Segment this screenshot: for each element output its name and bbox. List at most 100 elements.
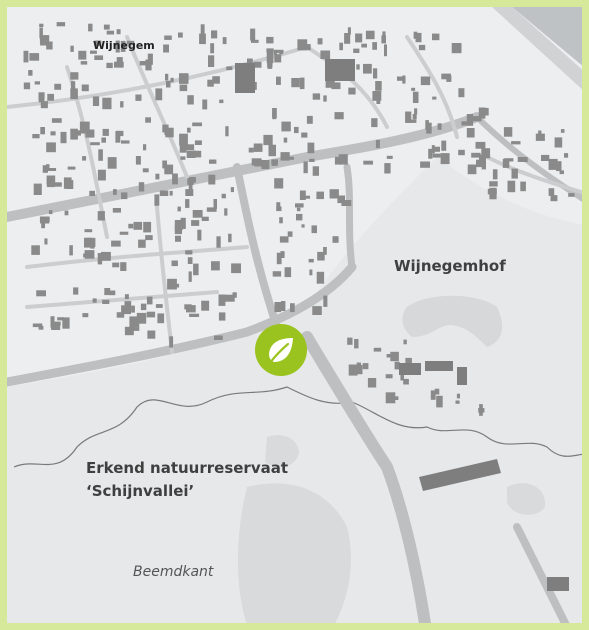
building (109, 290, 116, 296)
building (299, 77, 305, 90)
building (250, 28, 256, 41)
building (167, 278, 177, 290)
pond-wijnegemhof (402, 295, 503, 347)
building (78, 50, 87, 60)
building (385, 374, 393, 379)
building (145, 117, 151, 123)
building (347, 337, 353, 345)
pond-small-2 (507, 483, 546, 515)
building (85, 129, 95, 138)
building (224, 208, 228, 216)
building (354, 339, 359, 349)
building (283, 137, 288, 143)
building (101, 137, 106, 143)
building (414, 108, 418, 115)
building (251, 158, 262, 166)
building (175, 235, 181, 242)
building (73, 287, 79, 295)
building (415, 32, 422, 43)
building (382, 31, 386, 38)
building (400, 374, 404, 381)
location-marker[interactable] (255, 324, 307, 376)
building (291, 78, 300, 88)
building (165, 127, 174, 138)
building (560, 129, 565, 133)
building (70, 88, 78, 100)
building (38, 96, 45, 103)
building (143, 221, 152, 233)
building (361, 43, 367, 48)
building (44, 238, 48, 245)
building (373, 347, 382, 352)
building (276, 202, 281, 207)
building (276, 76, 281, 85)
building (503, 127, 513, 137)
building (230, 187, 234, 193)
building (112, 208, 121, 213)
building (301, 224, 305, 228)
building (309, 158, 315, 162)
building (185, 189, 194, 196)
building (472, 116, 482, 122)
major-roads (7, 112, 582, 623)
building (451, 43, 462, 54)
building (36, 290, 46, 297)
building (412, 114, 417, 120)
building (40, 127, 45, 135)
canal (512, 7, 582, 66)
building (193, 263, 199, 276)
building (353, 48, 360, 53)
building (535, 133, 545, 141)
building (281, 301, 286, 311)
building (386, 155, 393, 159)
building (316, 191, 324, 200)
building (34, 81, 40, 85)
building (548, 158, 558, 170)
building (511, 141, 521, 145)
building (261, 160, 270, 170)
building (317, 38, 323, 45)
building (299, 190, 306, 200)
building (266, 48, 274, 53)
built-up-area (7, 7, 582, 387)
building (287, 231, 293, 237)
building (352, 364, 363, 375)
building (276, 206, 282, 212)
building (317, 251, 325, 261)
building (478, 107, 486, 119)
building (106, 62, 113, 69)
building (115, 131, 121, 143)
building (568, 193, 575, 197)
building (323, 247, 327, 255)
building (162, 160, 167, 169)
building (121, 140, 130, 144)
building (186, 150, 196, 158)
building (268, 144, 276, 157)
building (481, 148, 491, 159)
building (402, 75, 406, 84)
building (70, 45, 74, 52)
building (54, 83, 62, 90)
building (124, 294, 129, 300)
building (104, 288, 111, 296)
building (177, 206, 181, 212)
building (39, 27, 43, 39)
building (541, 154, 550, 161)
building (263, 134, 273, 146)
building (94, 55, 104, 60)
building (201, 216, 209, 221)
map-canvas[interactable] (7, 7, 589, 630)
building (132, 327, 140, 331)
building (390, 396, 399, 400)
building (126, 40, 135, 45)
building (225, 294, 235, 302)
building (192, 210, 203, 218)
building (82, 313, 89, 318)
building (97, 169, 106, 181)
building (46, 41, 53, 50)
building (189, 313, 200, 317)
estate-label-wijnegemhof: Wijnegemhof (394, 257, 506, 275)
building (471, 152, 481, 158)
building (84, 229, 93, 233)
building (50, 131, 56, 136)
